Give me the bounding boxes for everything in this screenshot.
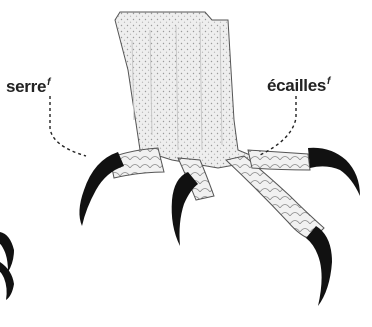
label-claw: serref bbox=[6, 78, 50, 95]
leader-scales bbox=[258, 96, 296, 156]
claw-right bbox=[308, 148, 360, 196]
claw-partial-2 bbox=[0, 262, 14, 300]
claw-left bbox=[79, 152, 124, 226]
leg bbox=[115, 12, 262, 168]
label-scales: écaillesf bbox=[267, 77, 330, 94]
claw-lower bbox=[306, 226, 332, 306]
label-scales-gender: f bbox=[327, 76, 330, 87]
claw-middle bbox=[172, 172, 198, 246]
leader-claw bbox=[50, 96, 86, 156]
label-claw-gender: f bbox=[47, 77, 50, 88]
label-claw-text: serre bbox=[6, 77, 46, 96]
label-scales-text: écailles bbox=[267, 76, 326, 95]
